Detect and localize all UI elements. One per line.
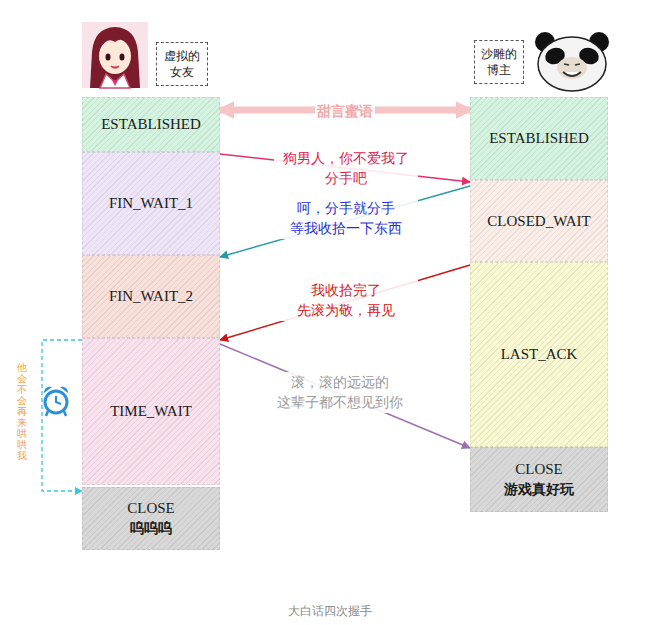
state-box: CLOSE 游戏真好玩 [470, 447, 608, 512]
meme-eyes [564, 64, 580, 65]
state-box: ESTABLISHED [470, 97, 608, 180]
meme-grin [563, 72, 581, 76]
message-arrow [220, 186, 470, 257]
state-box: TIME_WAIT [82, 338, 220, 485]
girl-eye [106, 54, 111, 61]
message-label: 滚，滚的远远的 这辈子都不想见到你 [268, 372, 412, 413]
role-tag: 沙雕的 博主 [474, 40, 524, 84]
state-box: ESTABLISHED [82, 97, 220, 152]
clock-feet [46, 411, 66, 416]
role-label: 虚拟的 女友 [160, 48, 203, 80]
girl-fringe [99, 32, 131, 50]
meme-face [557, 57, 587, 79]
message-arrow [220, 265, 470, 340]
role-tag: 虚拟的 女友 [156, 42, 208, 86]
girl-bow [112, 80, 118, 86]
girl-collar [100, 74, 130, 88]
state-name: FIN_WAIT_1 [109, 195, 193, 212]
girl-hair [90, 27, 140, 88]
clock-face [45, 391, 67, 413]
role-label: 沙雕的 博主 [478, 46, 520, 78]
state-name: ESTABLISHED [489, 130, 589, 147]
state-name: TIME_WAIT [110, 403, 192, 420]
state-box: CLOSED_WAIT [470, 180, 608, 262]
panda-head [538, 37, 606, 91]
message-label: 甜言蜜语 [315, 101, 375, 121]
message-label: 我收拾完了 先滚为敬，再见 [274, 280, 418, 321]
state-name: LAST_ACK [501, 346, 578, 363]
alarm-clock [44, 387, 68, 416]
state-name: CLOSE [127, 500, 175, 517]
state-box: FIN_WAIT_1 [82, 152, 220, 255]
state-name: FIN_WAIT_2 [109, 288, 193, 305]
state-box: FIN_WAIT_2 [82, 255, 220, 338]
avatar-ground [82, 22, 148, 88]
figure-caption: 大白话四次握手 [0, 603, 660, 620]
state-remark: 呜呜呜 [130, 520, 172, 538]
message-label: 他会不会再来哄哄我 [17, 362, 27, 461]
girl-eye [120, 54, 125, 61]
state-name: CLOSED_WAIT [487, 213, 590, 230]
state-box: LAST_ACK [470, 262, 608, 447]
girl-mouth [111, 66, 119, 68]
message-label: 呵，分手就分手 等我收拾一下东西 [274, 198, 418, 239]
state-name: ESTABLISHED [101, 116, 201, 133]
state-remark: 游戏真好玩 [504, 481, 574, 499]
state-box: CLOSE 呜呜呜 [82, 487, 220, 550]
message-arrow [220, 344, 470, 448]
state-name: CLOSE [515, 461, 563, 478]
message-label: 狗男人，你不爱我了 分手吧 [274, 148, 418, 189]
panda-meme [535, 32, 609, 91]
girl-avatar [82, 22, 148, 88]
message-arrow [42, 340, 82, 491]
clock-hands [56, 396, 61, 404]
